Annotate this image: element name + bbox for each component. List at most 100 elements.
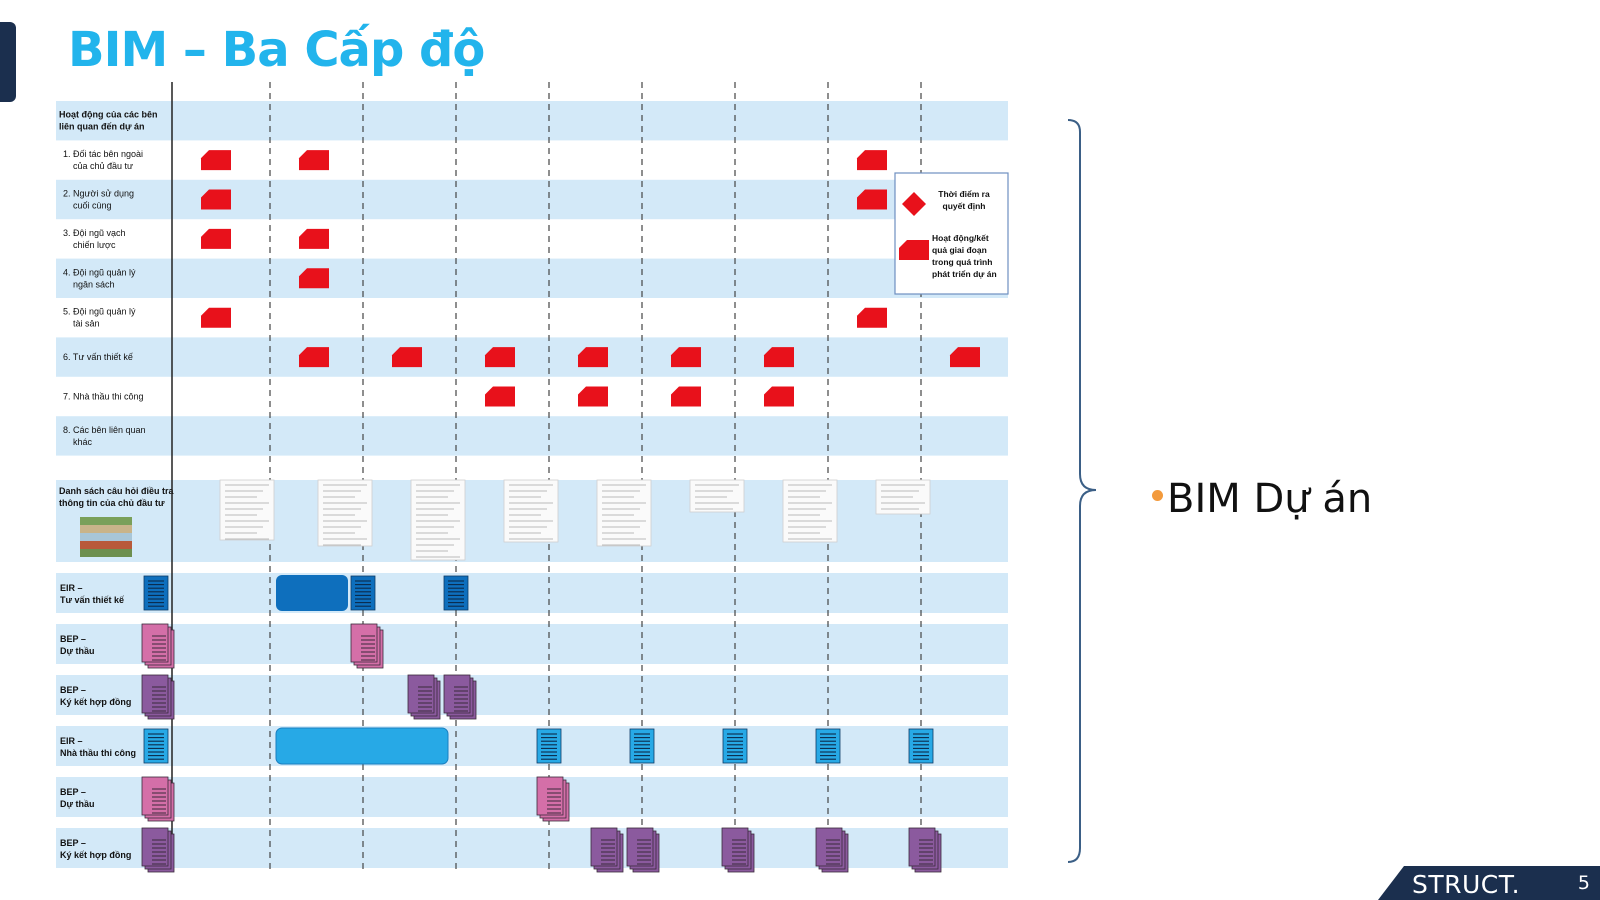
bep-contract-doc-icon <box>141 674 175 720</box>
activity-marker <box>485 347 515 368</box>
doc-page <box>596 479 652 547</box>
bep-contract-doc-icon <box>908 827 942 873</box>
bullet-item: BIM Dự án <box>1152 476 1372 522</box>
eir-design-doc-icon <box>350 575 376 611</box>
footer-bar: STRUCT. 5 <box>1378 866 1600 900</box>
activity-marker <box>857 189 887 210</box>
doc-body <box>143 575 169 611</box>
bep-contract-doc-icon <box>590 827 624 873</box>
doc-body <box>908 728 934 764</box>
right-curly-brace <box>1067 119 1097 863</box>
decision-diamond-icon <box>902 192 926 216</box>
activity-marker <box>392 347 422 368</box>
bep-contract-doc-icon <box>407 674 441 720</box>
bep-tender-doc-icon <box>141 623 175 669</box>
doc-body <box>815 728 841 764</box>
doc-row-band <box>56 726 1008 766</box>
activity-marker <box>201 150 231 171</box>
activity-marker <box>671 386 701 407</box>
slide-edge-tab <box>0 22 16 102</box>
questionnaire-doc <box>503 479 559 543</box>
activity-marker <box>764 386 794 407</box>
doc-row-label: EIR –Tư vấn thiết kế <box>60 583 125 605</box>
eir-design-doc-icon <box>443 575 469 611</box>
activity-marker <box>299 150 329 171</box>
activity-marker <box>201 228 231 249</box>
eir-construction-doc-icon <box>815 728 841 764</box>
activity-marker <box>299 268 329 289</box>
activity-marker <box>578 386 608 407</box>
doc-body <box>722 728 748 764</box>
doc-row-band <box>56 777 1008 817</box>
doc-page <box>503 479 559 543</box>
doc-body <box>629 728 655 764</box>
questionnaire-doc <box>219 479 275 541</box>
bep-tender-doc-icon <box>141 776 175 822</box>
doc-row-label: EIR –Nhà thầu thi công <box>60 736 136 758</box>
thumbnail-strip <box>80 541 132 549</box>
doc-body <box>350 575 376 611</box>
questionnaire-doc <box>689 479 745 513</box>
doc-page <box>219 479 275 541</box>
bep-tender-doc-icon <box>350 623 384 669</box>
doc-row-band <box>56 624 1008 664</box>
activity-marker <box>299 228 329 249</box>
activity-marker <box>950 347 980 368</box>
eir-construction-doc-icon <box>722 728 748 764</box>
doc-row-label: BEP –Dự thầu <box>60 787 95 809</box>
activity-marker <box>299 347 329 368</box>
doc-row-label: BEP –Ký kết hợp đồng <box>60 685 131 707</box>
doc-body <box>536 728 562 764</box>
questionnaire-doc <box>782 479 838 543</box>
doc-page <box>317 479 373 547</box>
row-label: 7. Nhà thầu thi công <box>63 392 144 402</box>
eir-design-doc-icon <box>143 575 169 611</box>
bep-contract-doc-icon <box>141 827 175 873</box>
eir-construction-doc-icon <box>629 728 655 764</box>
doc-row-band <box>56 828 1008 868</box>
bep-contract-doc-icon <box>721 827 755 873</box>
eir-construction-doc-icon <box>536 728 562 764</box>
doc-row-band <box>56 675 1008 715</box>
thumbnail-strip <box>80 517 132 525</box>
questionnaire-doc <box>875 479 931 515</box>
activity-marker <box>857 307 887 328</box>
bep-contract-doc-icon <box>443 674 477 720</box>
row-label: 6. Tư vấn thiết kế <box>63 352 133 362</box>
activity-marker <box>201 189 231 210</box>
doc-body <box>443 575 469 611</box>
row-band <box>56 416 1008 456</box>
legend-activity-icon <box>899 240 929 260</box>
activity-marker <box>201 307 231 328</box>
bullet-text: BIM Dự án <box>1167 476 1373 522</box>
slide-title: BIM – Ba Cấp độ <box>68 22 485 78</box>
row-band <box>56 337 1008 377</box>
questionnaire-doc <box>596 479 652 547</box>
doc-page <box>410 479 466 561</box>
eir-construction-doc-icon <box>908 728 934 764</box>
questionnaire-doc <box>317 479 373 547</box>
activity-marker <box>764 347 794 368</box>
doc-page <box>782 479 838 543</box>
activity-marker <box>578 347 608 368</box>
bep-contract-doc-icon <box>626 827 660 873</box>
eir-design-phase-bar <box>276 575 348 611</box>
thumbnail-strip <box>80 533 132 541</box>
thumbnail-strip <box>80 549 132 557</box>
footer-brand: STRUCT. <box>1412 870 1521 899</box>
activity-marker <box>857 150 887 171</box>
questionnaire-thumbnail <box>80 517 132 557</box>
doc-row-band <box>56 573 1008 613</box>
page-number: 5 <box>1577 872 1590 894</box>
